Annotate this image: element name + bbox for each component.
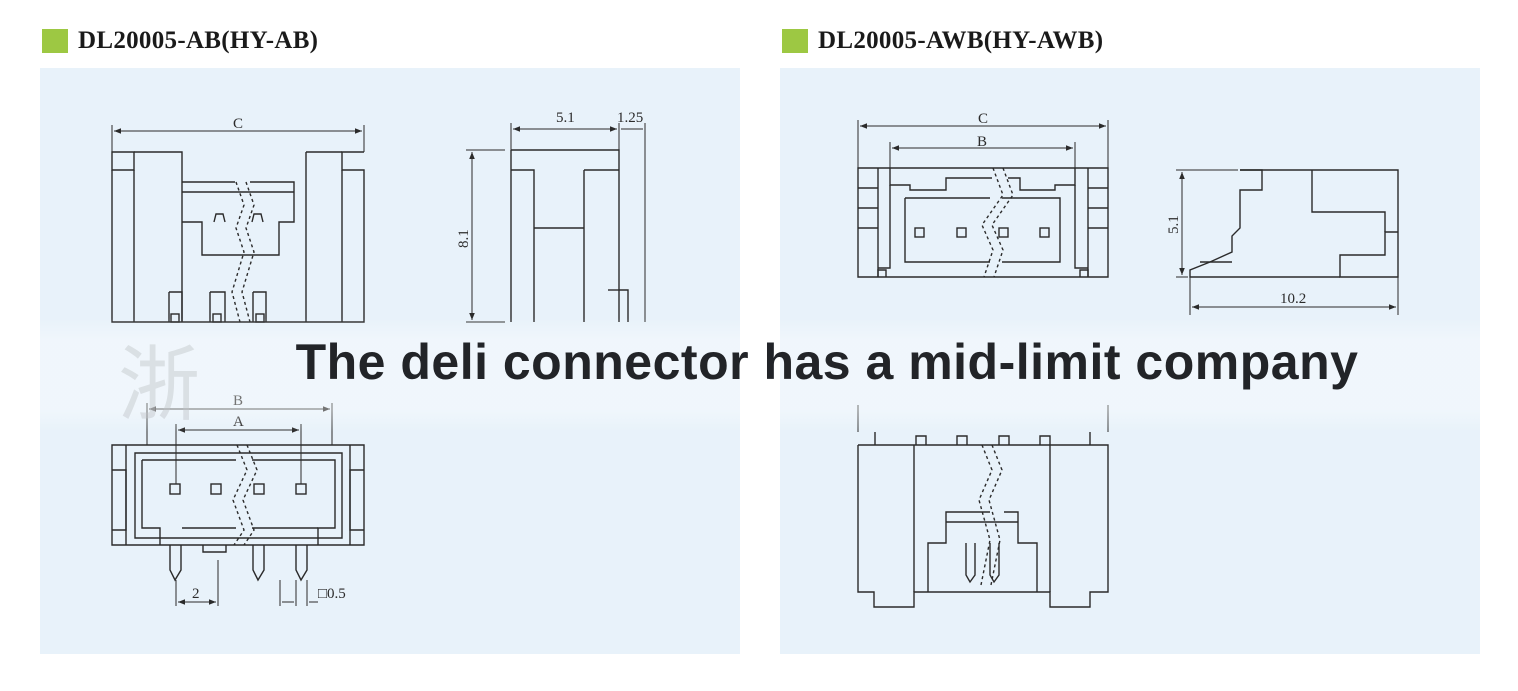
right-top-dim-c: C (978, 111, 988, 127)
left-side-dim-width: 5.1 (556, 110, 575, 126)
right-top-view (857, 120, 1109, 278)
right-side-view (1176, 169, 1399, 315)
right-header-square (782, 29, 808, 53)
right-side-dim-height: 5.1 (1166, 215, 1182, 234)
right-title: DL20005-AWB(HY-AWB) (818, 27, 1104, 54)
caption-overlay: The deli connector has a mid-limit compa… (295, 334, 1359, 390)
left-top-view (111, 403, 365, 606)
right-front-view (857, 405, 1109, 608)
left-top-dim-pin: □0.5 (318, 586, 346, 602)
watermark-character: 浙 (118, 338, 201, 433)
left-side-dim-offset: 1.25 (617, 110, 643, 126)
left-side-view (466, 123, 646, 323)
left-front-dim-c: C (233, 116, 243, 132)
left-top-dim-a: A (233, 414, 244, 430)
right-drawing-panel (780, 68, 1480, 654)
left-drawing-panel (40, 68, 740, 654)
right-header: DL20005-AWB(HY-AWB) (782, 26, 1103, 56)
left-top-dim-pitch: 2 (192, 586, 200, 602)
left-side-dim-height: 8.1 (456, 229, 472, 248)
left-title: DL20005-AB(HY-AB) (78, 27, 319, 54)
left-top-dim-b: B (233, 393, 243, 409)
left-header-square (42, 29, 68, 53)
right-side-dim-width: 10.2 (1280, 291, 1306, 307)
right-top-dim-b: B (977, 134, 987, 150)
left-header: DL20005-AB(HY-AB) (42, 26, 318, 56)
caption-band (0, 318, 1518, 432)
left-front-view (111, 125, 365, 323)
